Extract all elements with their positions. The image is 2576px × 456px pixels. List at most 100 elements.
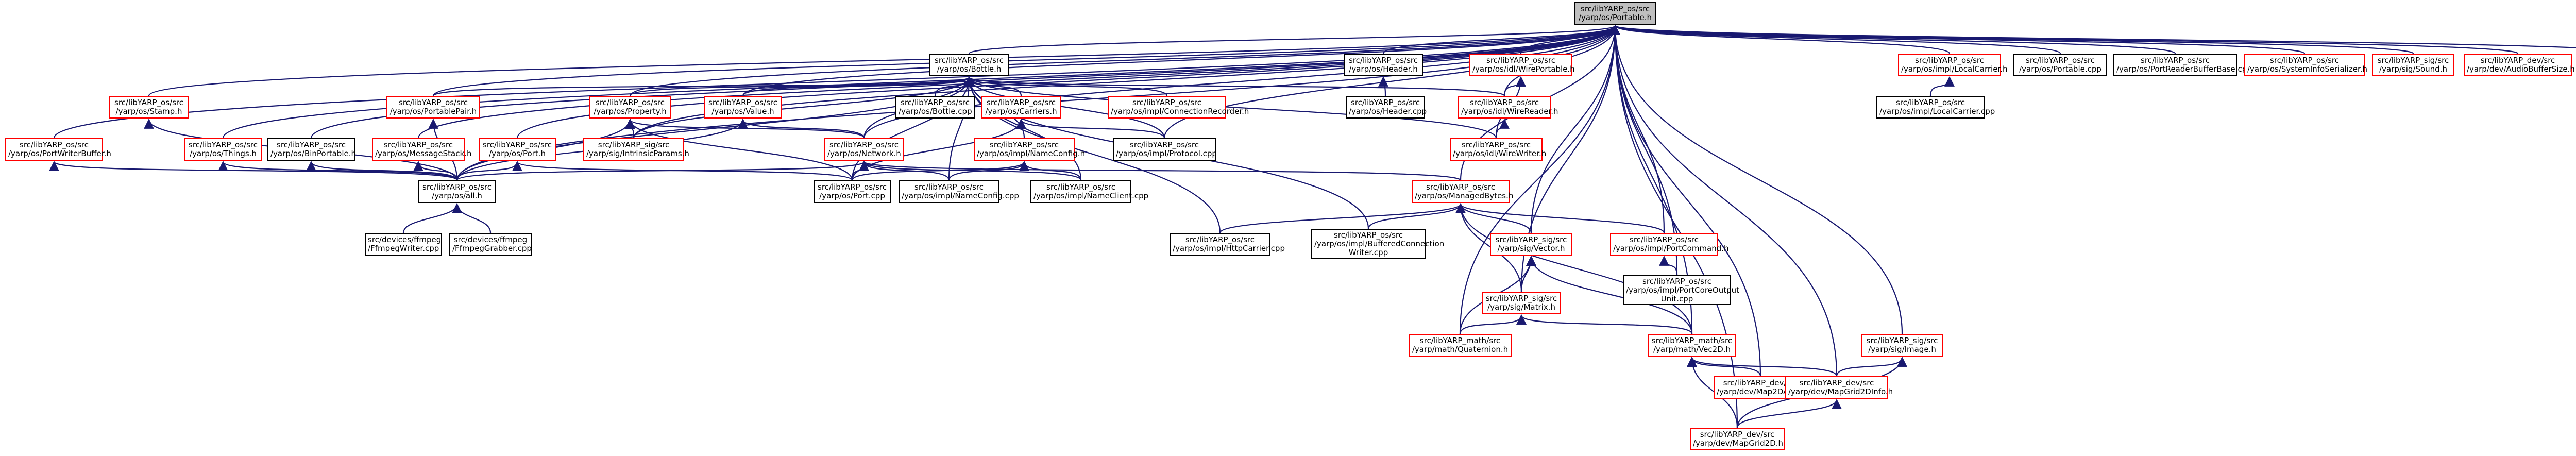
node-portable-cpp[interactable]: src/libYARP_os/src/yarp/os/Portable.cpp [2013, 54, 2107, 76]
edge-bottle-h-to-value-h [742, 76, 974, 96]
node-label-line: /yarp/sig/Matrix.h [1487, 302, 1555, 312]
node-nameclient-cpp[interactable]: src/libYARP_os/src/yarp/os/impl/NameClie… [1030, 180, 1149, 203]
edge-value-h-to-network-h [738, 119, 865, 139]
node-label-line: src/libYARP_os/src [422, 182, 492, 192]
node-localcarrier-h[interactable]: src/libYARP_os/src/yarp/os/impl/LocalCar… [1898, 54, 2008, 76]
edge-portable-to-header-h [1382, 25, 1620, 54]
node-label-line: /yarp/os/impl/PortCoreOutput [1626, 285, 1739, 295]
node-httpcarrier-cpp[interactable]: src/libYARP_os/src/yarp/os/impl/HttpCarr… [1170, 233, 1285, 256]
edge-portable-to-map2darea-h [1610, 25, 1761, 377]
node-port-cpp[interactable]: src/libYARP_os/src/yarp/os/Port.cpp [814, 180, 891, 203]
node-matrix-h[interactable]: src/libYARP_sig/src/yarp/sig/Matrix.h [1482, 292, 1561, 314]
node-label-line: /yarp/sig/Sound.h [2379, 64, 2447, 74]
node-portcommand-h[interactable]: src/libYARP_os/src/yarp/os/impl/PortComm… [1610, 233, 1729, 256]
node-label-line: src/libYARP_os/src [2141, 56, 2210, 65]
node-mapgrid2dinfo-h[interactable]: src/libYARP_dev/src/yarp/dev/MapGrid2DIn… [1785, 376, 1893, 399]
edge-localcarrier-h-to-localcarrier-cpp [1929, 76, 1955, 96]
node-bufferedconnectionwriter-cpp[interactable]: src/libYARP_os/src/yarp/os/impl/Buffered… [1311, 229, 1444, 259]
node-label-line: src/libYARP_sig/src [1866, 336, 1938, 345]
edge-network-h-to-nameclient-cpp [859, 161, 1082, 181]
node-binportable-h[interactable]: src/libYARP_os/src/yarp/os/BinPortable.h [267, 138, 356, 161]
node-vec2d-h[interactable]: src/libYARP_math/src/yarp/math/Vec2D.h [1648, 334, 1736, 357]
node-label-line: /yarp/os/Value.h [711, 107, 774, 116]
node-nameconfig-h[interactable]: src/libYARP_os/src/yarp/os/impl/NameConf… [974, 138, 1085, 161]
node-port-h[interactable]: src/libYARP_os/src/yarp/os/Port.h [479, 138, 556, 161]
node-label-line: /yarp/os/Carriers.h [985, 107, 1057, 116]
node-sound-h[interactable]: src/libYARP_sig/src/yarp/sig/Sound.h [2372, 54, 2454, 76]
node-bottle-cpp[interactable]: src/libYARP_os/src/yarp/os/Bottle.cpp [895, 96, 975, 119]
node-carriers-h[interactable]: src/libYARP_os/src/yarp/os/Carriers.h [981, 96, 1061, 119]
node-intrinsicparams-h[interactable]: src/libYARP_sig/src/yarp/sig/IntrinsicPa… [583, 138, 689, 161]
edge-all-h-to-ffmpegwriter-cpp [402, 203, 462, 233]
node-label-line: /yarp/os/idl/WirePortable.h [1472, 64, 1575, 74]
edge-network-h-to-all-h [456, 161, 869, 181]
node-header-h[interactable]: src/libYARP_os/src/yarp/os/Header.h [1344, 54, 1423, 76]
edges-layer [49, 25, 2576, 428]
edge-portable-to-portcommand-h [1610, 25, 1665, 233]
node-label-line: src/libYARP_os/src [483, 140, 552, 149]
node-label-line: /yarp/sig/IntrinsicParams.h [586, 149, 689, 158]
node-idlwirewriter-h[interactable]: src/libYARP_os/src/yarp/os/idl/WireWrite… [1450, 138, 1547, 161]
node-image-h[interactable]: src/libYARP_sig/src/yarp/sig/Image.h [1861, 334, 1943, 357]
node-label-line: /yarp/os/SystemInfoSerializer.h [2247, 64, 2368, 74]
node-label-line: src/libYARP_os/src [1486, 56, 1555, 65]
edge-portwriterbuffer-h-to-all-h [49, 161, 458, 181]
node-vector-h[interactable]: src/libYARP_sig/src/yarp/sig/Vector.h [1490, 233, 1572, 256]
node-portable[interactable]: src/libYARP_os/src/yarp/os/Portable.h [1574, 2, 1656, 25]
node-portablepair-h[interactable]: src/libYARP_os/src/yarp/os/PortablePair.… [386, 96, 480, 119]
edge-header-h-to-header-cpp [1378, 76, 1388, 96]
node-network-h[interactable]: src/libYARP_os/src/yarp/os/Network.h [824, 138, 904, 161]
edge-portable-to-things-h [222, 25, 1620, 139]
node-audiobuffersize-h[interactable]: src/libYARP_dev/src/yarp/dev/AudioBuffer… [2464, 54, 2575, 76]
node-bottle-h[interactable]: src/libYARP_os/src/yarp/os/Bottle.h [929, 54, 1009, 76]
node-label-line: src/libYARP_dev/src [1700, 430, 1775, 439]
node-ffmpegwriter-cpp[interactable]: src/devices/ffmpeg/FfmpegWriter.cpp [365, 233, 442, 256]
node-label-line: src/libYARP_math/src [1651, 336, 1733, 345]
node-protocol-cpp[interactable]: src/libYARP_os/src/yarp/os/impl/Protocol… [1113, 138, 1217, 161]
node-connectionrecorder-h[interactable]: src/libYARP_os/src/yarp/os/impl/Connecti… [1108, 96, 1249, 119]
edge-portable-to-localcarrier-h [1610, 25, 1951, 55]
node-header-cpp[interactable]: src/libYARP_os/src/yarp/os/Header.cpp [1346, 96, 1427, 119]
node-messagestack-h[interactable]: src/libYARP_os/src/yarp/os/MessageStack.… [372, 138, 471, 161]
edge-portable-to-image-h [1610, 25, 1903, 334]
node-managedbytes-h[interactable]: src/libYARP_os/src/yarp/os/ManagedBytes.… [1412, 180, 1513, 203]
node-quaternion-h[interactable]: src/libYARP_math/src/yarp/math/Quaternio… [1409, 334, 1512, 357]
edge-portable-to-intrinsicparams-h [633, 25, 1620, 139]
node-label-line: /yarp/os/Network.h [827, 149, 901, 158]
node-label-line: /yarp/os/impl/NameClient.cpp [1033, 191, 1149, 200]
node-mapgrid2d-h[interactable]: src/libYARP_dev/src/yarp/dev/MapGrid2D.h [1690, 428, 1785, 450]
edge-matrix-h-to-vec2d-h [1516, 314, 1693, 334]
node-label-line: /yarp/os/Bottle.cpp [899, 107, 972, 116]
node-portcoreoutputunit-cpp[interactable]: src/libYARP_os/src/yarp/os/impl/PortCore… [1623, 275, 1739, 305]
node-label-line: src/libYARP_os/src [1470, 98, 1539, 107]
node-portreaderbufferbase-cpp[interactable]: src/libYARP_os/src/yarp/os/PortReaderBuf… [2113, 54, 2252, 76]
node-things-h[interactable]: src/libYARP_os/src/yarp/os/Things.h [184, 138, 262, 161]
node-label-line: src/libYARP_os/src [1915, 56, 1984, 65]
node-idlwirereader-h[interactable]: src/libYARP_os/src/yarp/os/idl/WireReade… [1458, 96, 1558, 119]
edge-portable-to-sound-h [1611, 25, 2414, 55]
node-property-h[interactable]: src/libYARP_os/src/yarp/os/Property.h [589, 96, 671, 119]
edge-idlwirereader-h-to-idlwirewriter-h [1495, 119, 1510, 139]
node-all-h[interactable]: src/libYARP_os/src/yarp/os/all.h [418, 180, 496, 203]
edge-portable-to-value-h [742, 25, 1620, 96]
node-value-h[interactable]: src/libYARP_os/src/yarp/os/Value.h [704, 96, 782, 119]
edge-bottle-h-to-intrinsicparams-h [633, 76, 974, 139]
node-ffmpeggrabber-cpp[interactable]: src/devices/ffmpeg/FfmpegGrabber.cpp [449, 233, 532, 256]
edge-image-h-to-mapgrid2dinfo-h [1836, 357, 1907, 377]
node-idlwireportable-h[interactable]: src/libYARP_os/src/yarp/os/idl/WirePorta… [1469, 54, 1575, 76]
node-stamp-h[interactable]: src/libYARP_os/src/yarp/os/Stamp.h [109, 96, 189, 119]
node-nameconfig-cpp[interactable]: src/libYARP_os/src/yarp/os/impl/NameConf… [899, 180, 1019, 203]
node-label-line: /yarp/os/all.h [432, 191, 482, 200]
edge-bottle-h-to-protocol-cpp [964, 76, 1165, 139]
node-label-line: src/devices/ffmpeg [453, 235, 528, 244]
edge-mapgrid2dinfo-h-to-mapgrid2d-h [1736, 399, 1842, 428]
node-label-line: /yarp/os/idl/WireWriter.h [1453, 149, 1547, 158]
edge-messagestack-h-to-all-h [413, 161, 458, 181]
edge-managedbytes-h-to-vector-h [1455, 203, 1532, 233]
node-systeminfoserializer-h[interactable]: src/libYARP_os/src/yarp/os/SystemInfoSer… [2244, 54, 2368, 76]
node-localcarrier-cpp[interactable]: src/libYARP_os/src/yarp/os/impl/LocalCar… [1876, 96, 1995, 119]
node-label-line: src/libYARP_os/src [596, 98, 665, 107]
node-label-line: /yarp/os/idl/WireReader.h [1461, 107, 1558, 116]
edge-binportable-h-to-all-h [306, 161, 458, 181]
node-portwriterbuffer-h[interactable]: src/libYARP_os/src/yarp/os/PortWriterBuf… [5, 138, 111, 161]
